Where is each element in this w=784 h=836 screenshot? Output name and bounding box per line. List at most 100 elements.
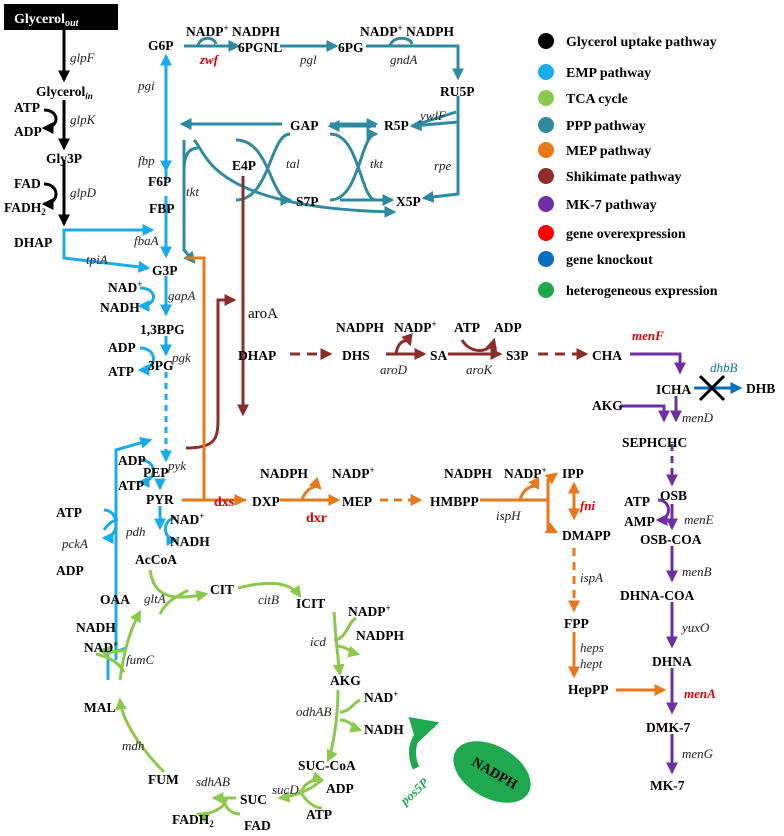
pep: PEP [143, 465, 169, 480]
legend-swatch [538, 251, 554, 267]
legend-label: heterogeneous expression [566, 284, 718, 299]
heppp: HepPP [568, 682, 609, 697]
e4p: E4P [232, 158, 256, 173]
gene-yuxO: yuxO [680, 620, 710, 635]
amp-menE: AMP [624, 514, 655, 529]
gene-dhbB: dhbB [710, 360, 738, 375]
gene-pgi: pgi [137, 78, 155, 93]
dhap-2: DHAP [238, 348, 276, 363]
atp-pckA: ATP [56, 505, 82, 520]
adp-aroK: ADP [494, 320, 522, 335]
accoa: AcCoA [135, 552, 177, 567]
nadh-gapA: NADH [100, 300, 140, 315]
legend-swatch [538, 90, 554, 106]
nadh-pdh: NADH [170, 534, 210, 549]
gene-aroK: aroK [466, 362, 494, 377]
gene-dxs: dxs [214, 495, 235, 510]
legend-swatch [538, 196, 554, 212]
gene-odhAB: odhAB [296, 704, 331, 719]
fpp: FPP [564, 616, 589, 631]
knockout-x-icon [698, 374, 726, 402]
nadh-fumC: NADH [76, 620, 116, 635]
akg-2: AKG [592, 398, 623, 413]
legend-swatch [538, 225, 554, 241]
glycerol-in: Glycerolin [36, 84, 93, 101]
fad-sdhAB: FAD [244, 818, 271, 833]
glycerol-out-box [4, 4, 118, 30]
osb: OSB [660, 488, 687, 503]
g3p: G3P [152, 263, 178, 278]
legend-label: gene knockout [566, 253, 653, 268]
gene-pgk: pgk [171, 350, 191, 365]
nadph-icd: NADPH [356, 628, 404, 643]
gene-pckA: pckA [61, 536, 88, 551]
nad-odhAB: NAD+ [364, 689, 398, 705]
legend-swatch [538, 168, 554, 184]
hmbpp: HMBPP [430, 494, 479, 509]
adp-sucD: ADP [326, 781, 354, 796]
gene-icd: icd [310, 634, 326, 649]
mep: MEP [342, 494, 372, 509]
dhap-1: DHAP [14, 235, 52, 250]
gene-sucD: sucD [272, 782, 299, 797]
gene-sdhAB: sdhAB [196, 774, 230, 789]
nadp-gndA: NADP+ [360, 23, 403, 39]
fbp: FBP [149, 201, 175, 216]
x5p: X5P [396, 194, 421, 209]
gene-ispH: ispH [496, 508, 521, 523]
gene-heps: heps [580, 640, 604, 655]
bpg: 1,3BPG [140, 322, 185, 337]
gene-aroD: aroD [380, 362, 408, 377]
glycerol-out-label: Glycerolout [14, 12, 80, 29]
gene-fbp: fbp [138, 153, 155, 168]
nadp-ispH: NADP+ [504, 465, 547, 481]
gene-citB: citB [258, 592, 279, 607]
adp-glpK: ADP [14, 124, 42, 139]
gene-dxr: dxr [306, 511, 327, 526]
gene-hept: hept [580, 656, 603, 671]
legend-swatch [538, 33, 554, 49]
gene-pos5P: pos5P [396, 774, 432, 808]
f6p: F6P [148, 174, 171, 189]
atp-pgk: ATP [108, 364, 134, 379]
gene-menD: menD [682, 410, 714, 425]
r5p: R5P [384, 118, 409, 133]
gene-fbaA: fbaA [134, 233, 159, 248]
gene-aroA: aroA [248, 306, 278, 322]
legend-label: Glycerol uptake pathway [566, 35, 717, 50]
legend-swatch [538, 117, 554, 133]
gene-gndA: gndA [390, 52, 418, 67]
gene-ywlF: ywlF [418, 108, 447, 123]
gene-ispA: ispA [580, 570, 603, 585]
gene-glpK: glpK [70, 112, 97, 127]
gene-rpe: rpe [434, 158, 452, 173]
gene-glpF: glpF [70, 50, 96, 65]
succoa: SUC-CoA [298, 758, 356, 773]
pgnl: 6PGNL [238, 40, 282, 55]
gene-menB: menB [682, 564, 712, 579]
dhna: DHNA [652, 654, 692, 669]
gene-fni: fni [580, 498, 596, 513]
dmk7: DMK-7 [646, 720, 690, 735]
gene-menE: menE [684, 512, 714, 527]
icit: ICIT [296, 596, 325, 611]
pg6: 6PG [338, 40, 364, 55]
fad-glpD: FAD [14, 176, 41, 191]
ru5p: RU5P [440, 84, 475, 99]
nad-fumC: NAD+ [84, 639, 118, 655]
gene-gltA: gltA [144, 591, 166, 606]
nadph-aroD: NADPH [336, 320, 384, 335]
gene-glpD: glpD [70, 185, 97, 200]
osbcoa: OSB-COA [640, 532, 702, 547]
gene-gapA: gapA [168, 288, 196, 303]
atp-glpK: ATP [14, 100, 40, 115]
atp-sucD: ATP [306, 807, 332, 822]
legend-label: PPP pathway [566, 119, 646, 134]
nadh-odhAB: NADH [364, 722, 404, 737]
adp-pyk: ADP [118, 453, 146, 468]
fum: FUM [148, 772, 179, 787]
gap: GAP [290, 118, 319, 133]
atp-aroK: ATP [454, 320, 480, 335]
s7p: S7P [296, 194, 319, 209]
